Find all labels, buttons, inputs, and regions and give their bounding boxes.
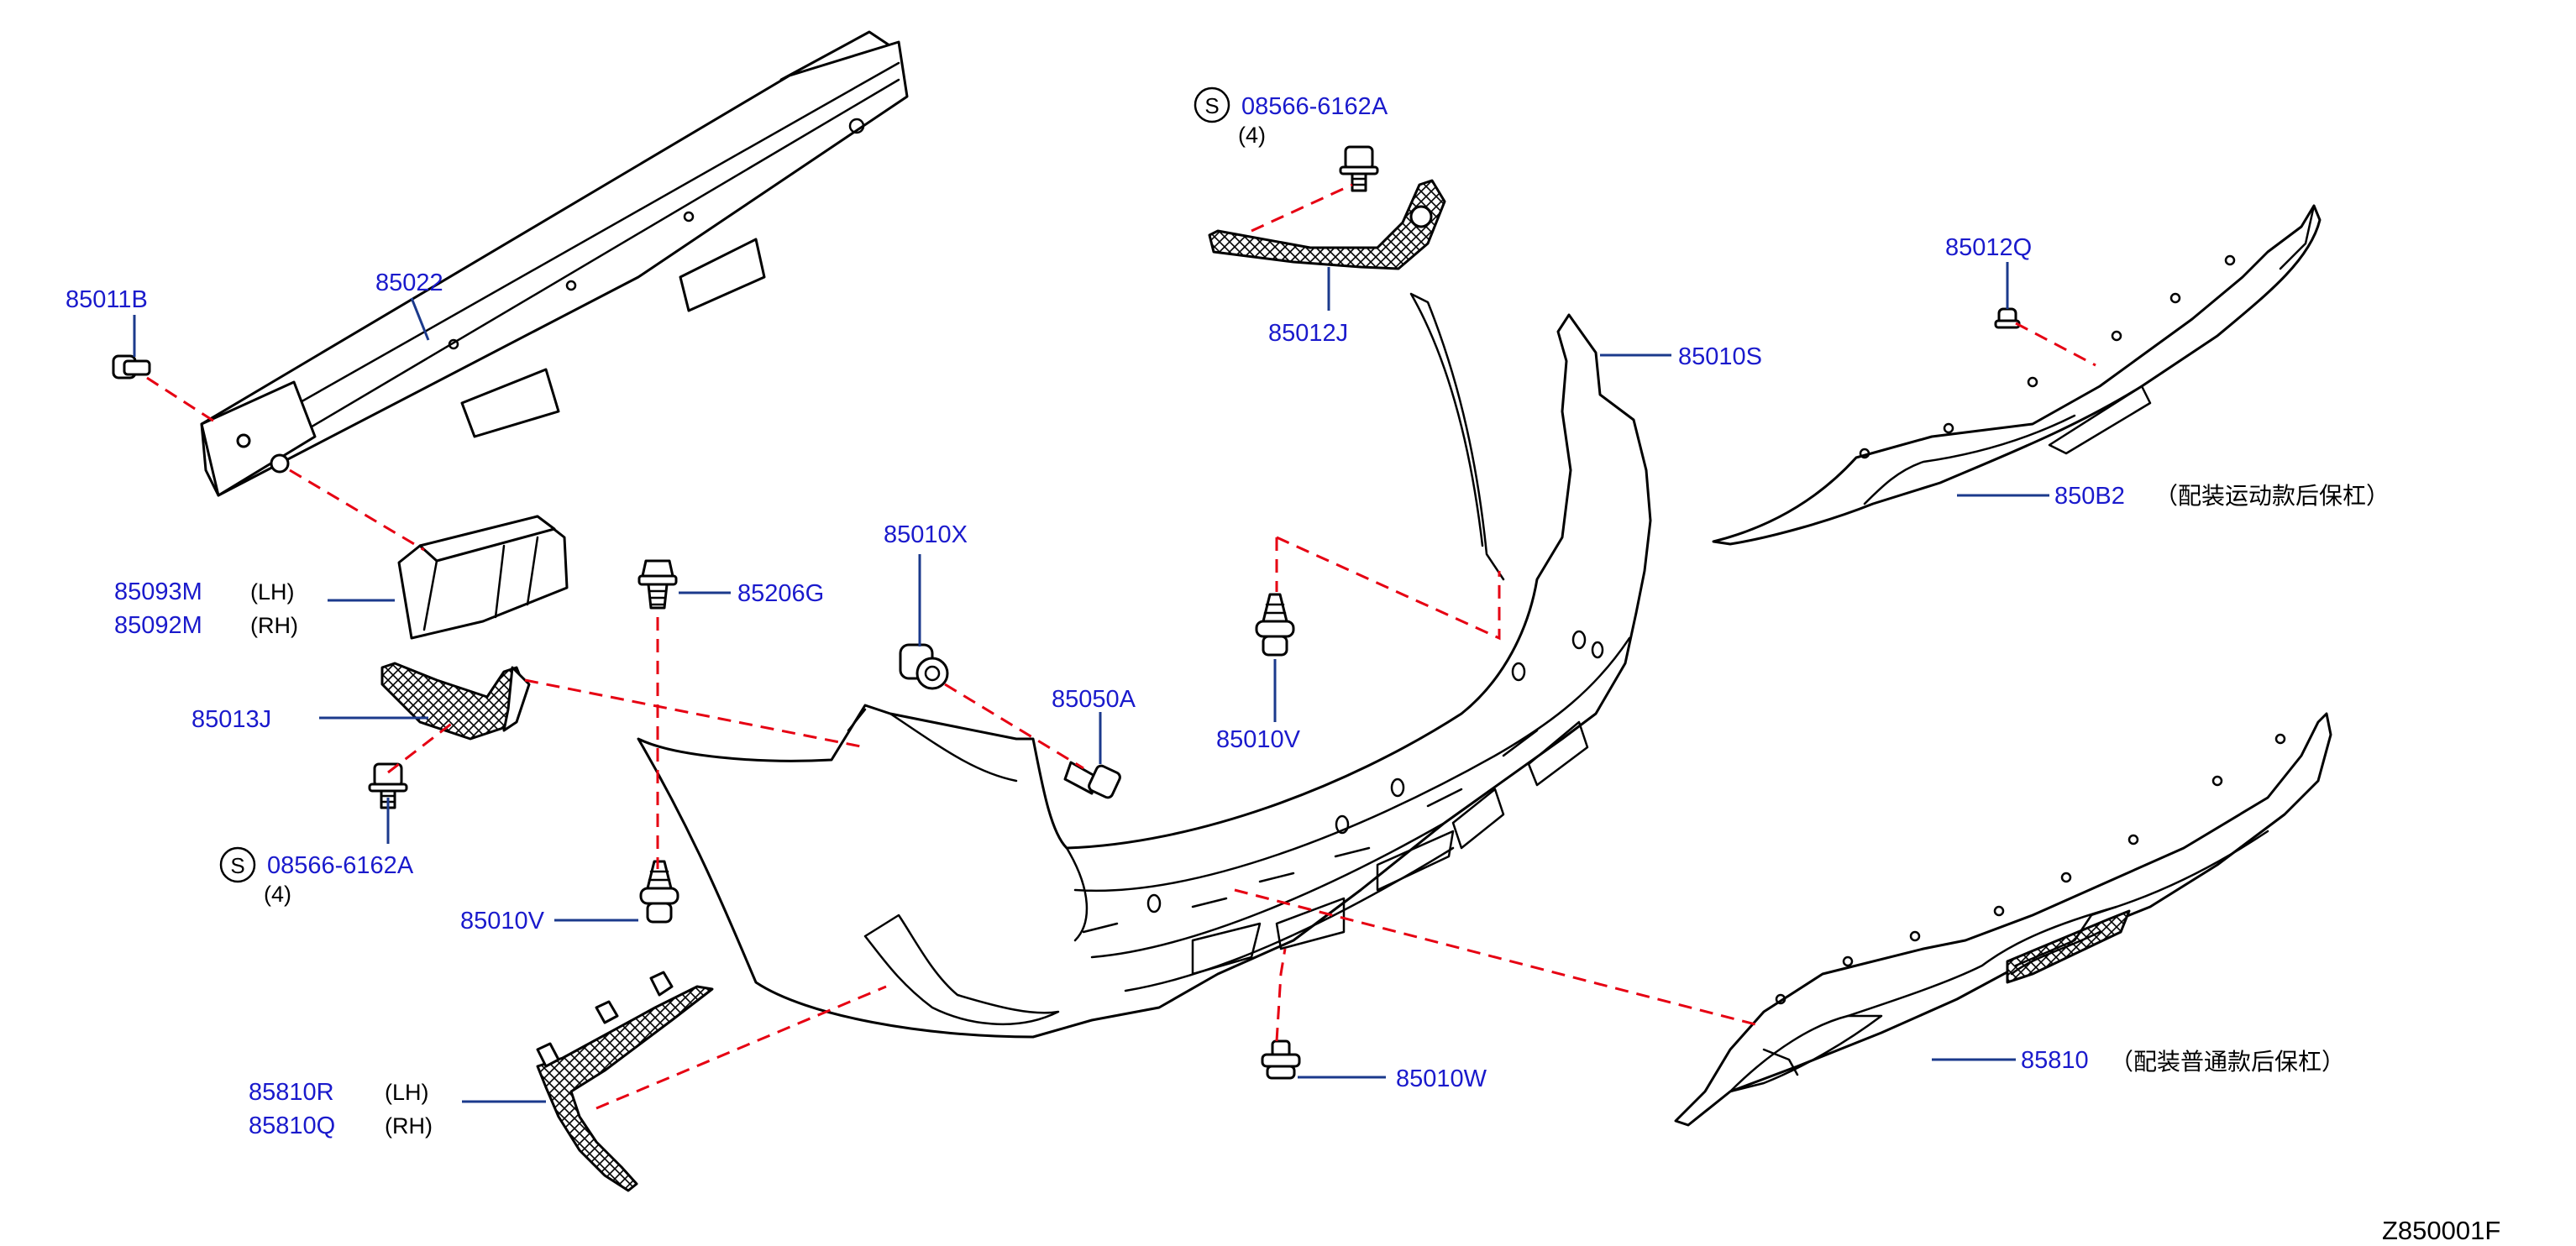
label-850B2: 850B2: [2054, 483, 2125, 510]
label-08566-6162A-top: 08566-6162A: [1241, 93, 1388, 120]
screw-badge-left: S: [219, 846, 256, 883]
bracket-85012J-drawing: [1208, 179, 1446, 270]
label-08566-6162A-left: 08566-6162A: [267, 852, 414, 879]
clip-85206G-drawing: [637, 559, 678, 610]
label-85810R: 85810R: [249, 1079, 334, 1106]
label-85022: 85022: [375, 270, 443, 296]
bolt-85050A-drawing: [1063, 761, 1121, 799]
grommet-85010X-drawing: [899, 643, 949, 690]
label-85092M: 85092M: [114, 612, 202, 639]
diagram-reference-id: Z850001F: [2382, 1216, 2500, 1245]
label-85810R-side: (LH): [385, 1080, 429, 1105]
label-85810: 85810: [2021, 1047, 2089, 1074]
label-85011B: 85011B: [66, 286, 148, 313]
diffuser-85810-drawing: [1674, 712, 2332, 1127]
label-85810Q-side: (RH): [385, 1113, 433, 1139]
clip-85010V-lower-drawing: [639, 860, 679, 924]
label-85810Q: 85810Q: [249, 1112, 335, 1139]
label-85810-note: （配装普通款后保杠）: [2110, 1048, 2345, 1076]
labels: 85011B 85022 85093M (LH) 85092M (RH) 850…: [66, 86, 2500, 1245]
clip-85010V-upper-drawing: [1255, 593, 1295, 657]
energy-absorber-drawing: [397, 515, 569, 640]
bumper-fascia-85010S-drawing: [637, 292, 1652, 1039]
label-85013J: 85013J: [191, 706, 271, 733]
label-85012Q: 85012Q: [1945, 234, 2032, 261]
svg-text:S: S: [1204, 93, 1219, 118]
leader-lines: [133, 262, 2049, 1103]
reinforcement-beam-drawing: [200, 30, 909, 497]
label-85010V-lower: 85010V: [460, 908, 545, 934]
svg-text:S: S: [230, 853, 244, 878]
label-85093M: 85093M: [114, 578, 202, 605]
label-85012J: 85012J: [1268, 320, 1348, 347]
label-85050A: 85050A: [1052, 686, 1136, 713]
clip-85010W-drawing: [1261, 1039, 1301, 1080]
clip-85012Q-drawing: [1994, 307, 2021, 329]
bracket-85013J-drawing: [380, 662, 531, 741]
reflector-trim-drawing: [536, 971, 714, 1192]
label-08566-qty-top: (4): [1238, 123, 1266, 148]
label-85010S: 85010S: [1678, 343, 1762, 370]
clip-85011B-drawing: [112, 354, 151, 380]
label-85010X: 85010X: [884, 521, 968, 548]
label-85206G: 85206G: [737, 580, 824, 607]
screw-top-drawing: [1339, 145, 1379, 192]
label-85010V-upper: 85010V: [1216, 726, 1301, 753]
screw-badge-top: S: [1194, 86, 1230, 123]
label-85093M-side: (LH): [250, 579, 295, 605]
label-85010W: 85010W: [1396, 1065, 1487, 1092]
diffuser-850B2-drawing: [1712, 204, 2322, 546]
label-08566-qty-left: (4): [264, 882, 291, 907]
label-850B2-note: （配装运动款后保杠）: [2154, 482, 2390, 510]
assembly-lines: [146, 183, 2096, 1110]
label-85092M-side: (RH): [250, 613, 298, 638]
